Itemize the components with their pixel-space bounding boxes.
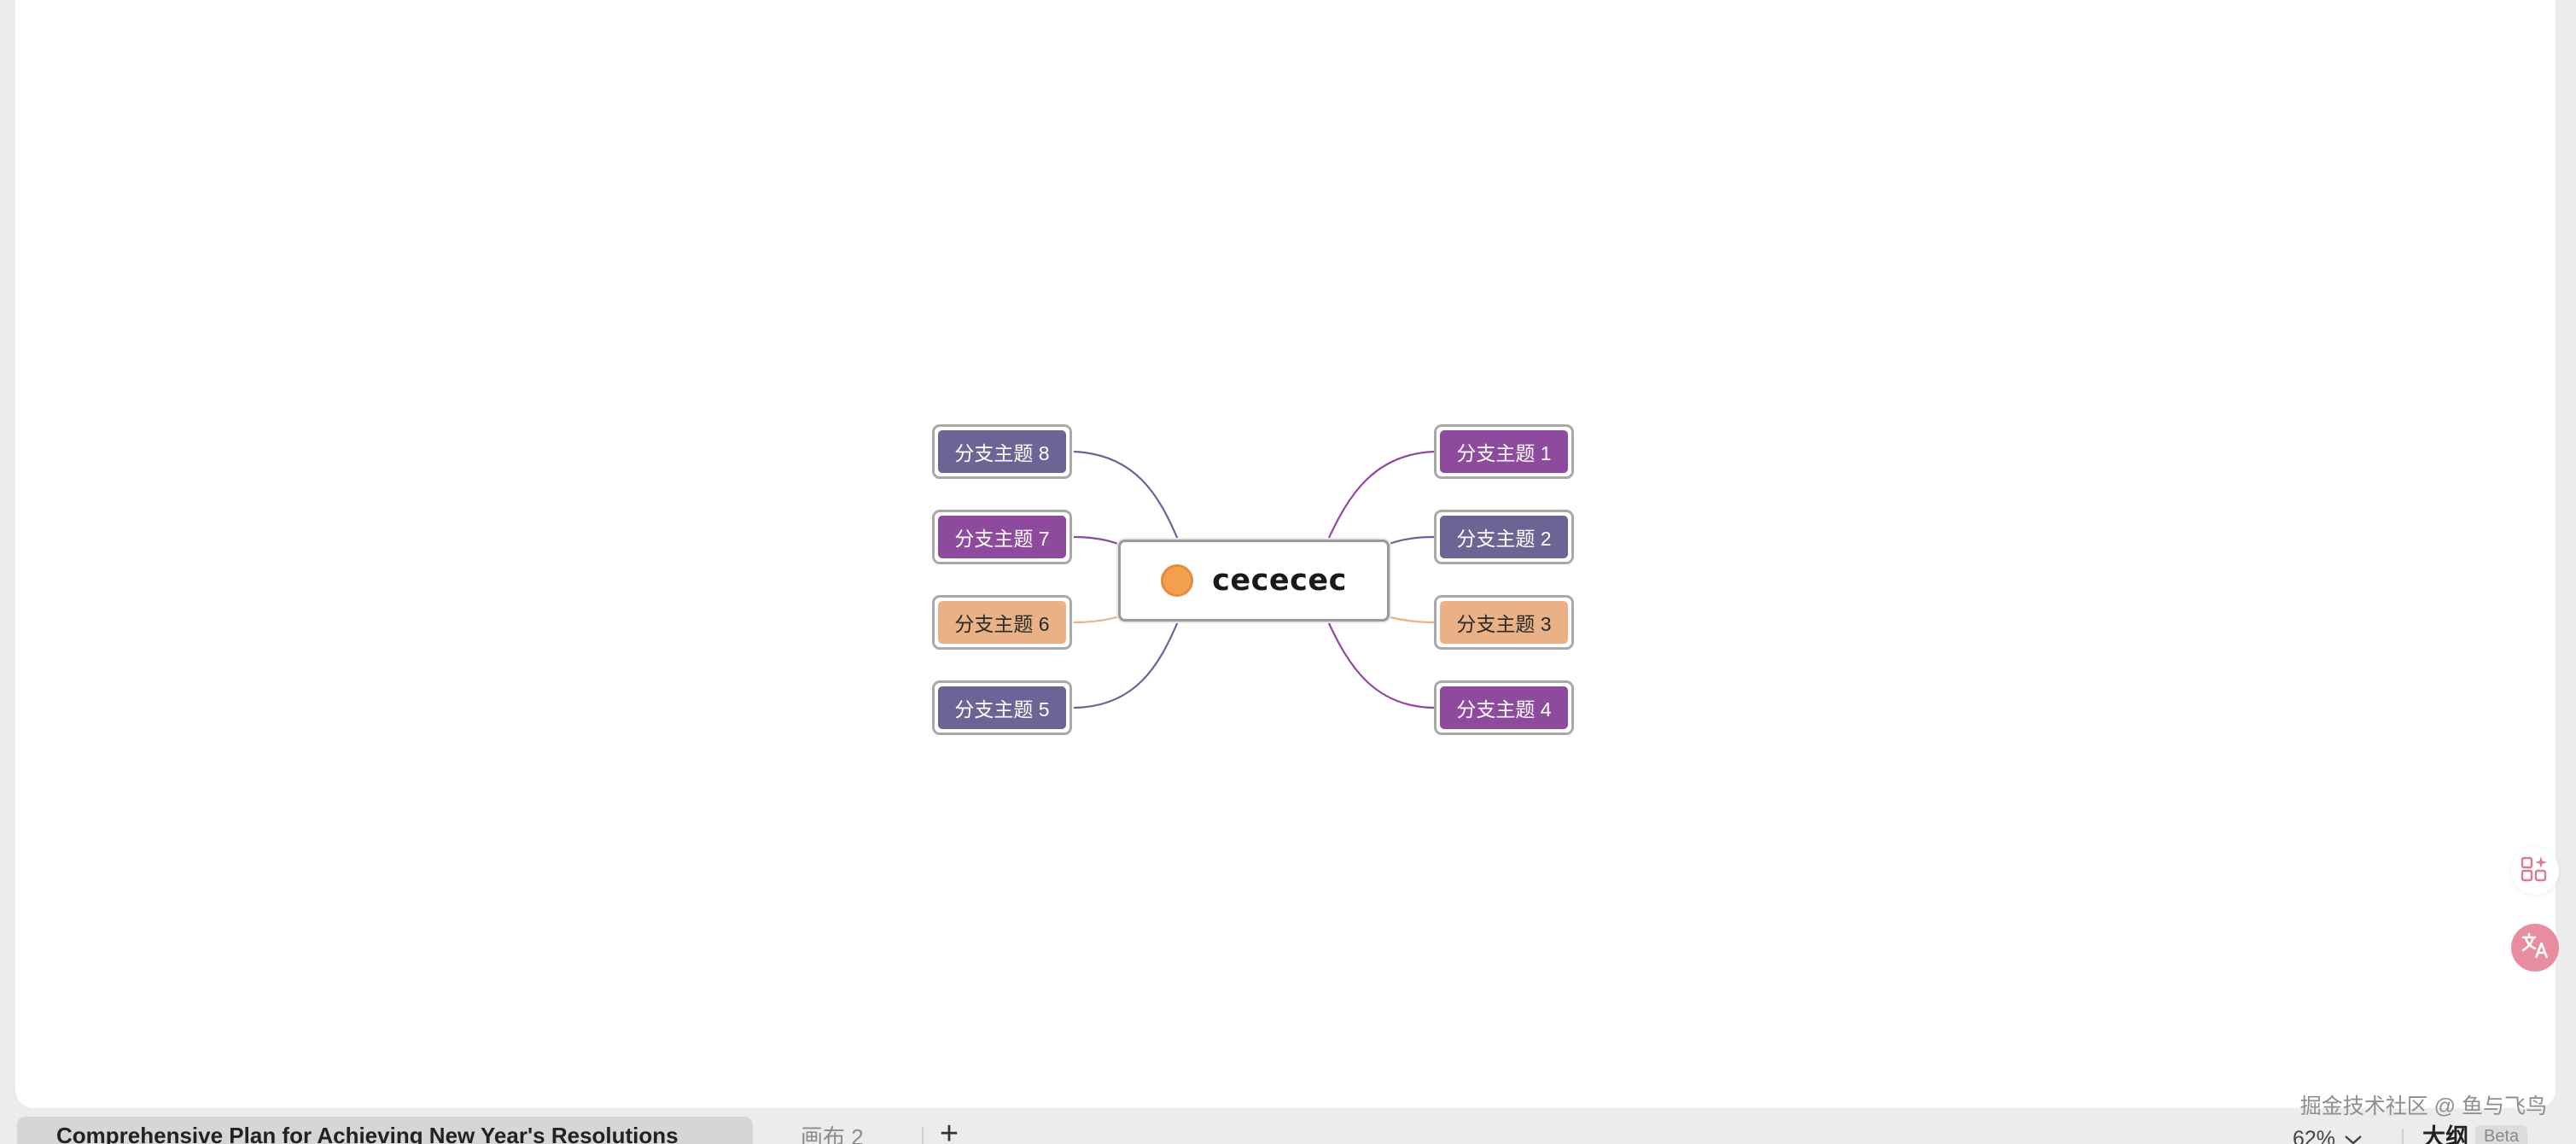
canvas-tab-2[interactable]: 画布 2 [801, 1124, 864, 1144]
apps-button[interactable] [2511, 847, 2559, 895]
branch-topic-label: 分支主题 4 [1440, 686, 1568, 729]
tab-divider [922, 1127, 924, 1144]
topic-marker-icon [1161, 564, 1194, 597]
add-tab-button[interactable]: + [939, 1116, 959, 1144]
translate-icon [2519, 930, 2551, 966]
document-tab[interactable]: Comprehensive Plan for Achieving New Yea… [17, 1117, 753, 1144]
bottom-bar: Comprehensive Plan for Achieving New Yea… [0, 1115, 2576, 1144]
apps-icon [2520, 854, 2550, 889]
branch-topic-2[interactable]: 分支主题 2 [1434, 510, 1574, 564]
branch-topic-label: 分支主题 1 [1440, 430, 1568, 473]
watermark: 掘金技术社区 @ 鱼与飞鸟 [2299, 1094, 2547, 1118]
branch-topic-label: 分支主题 6 [938, 601, 1066, 644]
branch-topic-4[interactable]: 分支主题 4 [1434, 680, 1574, 735]
branch-topic-label: 分支主题 5 [938, 686, 1066, 729]
toolbar-divider [2402, 1129, 2404, 1144]
branch-topic-8[interactable]: 分支主题 8 [932, 424, 1072, 479]
branch-topic-3[interactable]: 分支主题 3 [1434, 595, 1574, 650]
branch-topic-1[interactable]: 分支主题 1 [1434, 424, 1574, 479]
branch-topic-label: 分支主题 3 [1440, 601, 1568, 644]
branch-topic-label: 分支主题 7 [938, 516, 1066, 558]
branch-topic-label: 分支主题 2 [1440, 516, 1568, 558]
translate-button[interactable] [2511, 924, 2559, 972]
central-topic-label: cececec [1212, 563, 1347, 598]
branch-topic-6[interactable]: 分支主题 6 [932, 595, 1072, 650]
chevron-down-icon [2344, 1122, 2363, 1144]
beta-badge: Beta [2475, 1125, 2528, 1144]
branch-topic-5[interactable]: 分支主题 5 [932, 680, 1072, 735]
zoom-control[interactable]: 62% [2293, 1122, 2363, 1144]
central-topic[interactable]: cececec [1118, 540, 1390, 622]
zoom-level: 62% [2293, 1127, 2336, 1144]
branch-topic-label: 分支主题 8 [938, 430, 1066, 473]
outline-button[interactable]: 大纲 [2422, 1124, 2468, 1144]
branch-topic-7[interactable]: 分支主题 7 [932, 510, 1072, 564]
